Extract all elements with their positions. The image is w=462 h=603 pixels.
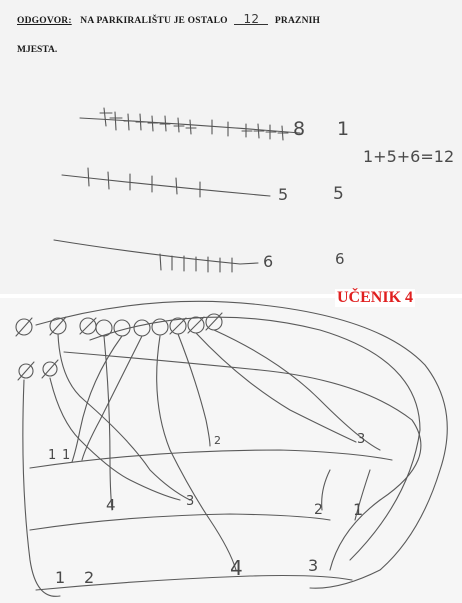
parking-row-3 — [35, 574, 353, 591]
slot-label: 4 — [230, 556, 243, 580]
car-circle — [18, 363, 34, 379]
slot-label: 1 — [62, 448, 71, 463]
car-path — [177, 333, 211, 447]
answer-text-before: NA PARKIRALIŠTU JE OSTALO — [80, 16, 228, 26]
row-1-count: 8 — [293, 118, 306, 140]
car-path — [354, 469, 371, 521]
car-path — [195, 332, 357, 443]
car-path — [321, 469, 331, 511]
row-2-line — [61, 174, 271, 197]
car-path — [213, 329, 381, 451]
car-path — [49, 377, 181, 501]
slot-label: 1 — [353, 500, 364, 519]
parking-rows-drawing — [53, 107, 301, 273]
slot-label: 1 — [55, 568, 66, 587]
top-worksheet-panel — [0, 0, 462, 294]
outer-boundary — [89, 316, 421, 561]
strike-marks — [17, 359, 59, 381]
car-circle — [133, 319, 151, 337]
row-3-count: 6 — [263, 252, 274, 271]
slot-label: 4 — [106, 496, 116, 514]
sum-equation: 1+5+6=12 — [363, 147, 455, 166]
slot-label: 3 — [308, 556, 319, 575]
answer-sentence-line2: MJESTA. — [17, 45, 58, 55]
answer-text-after: PRAZNIH — [274, 16, 321, 26]
slot-label: 3 — [357, 432, 366, 447]
car-circle — [151, 318, 169, 336]
column-value-1: 1 — [337, 118, 350, 140]
slot-label: 2 — [314, 502, 323, 518]
car-path — [81, 335, 143, 461]
left-boundary — [22, 379, 61, 597]
column-value-2: 5 — [333, 184, 344, 204]
strike-marks — [15, 312, 223, 337]
car-path — [71, 335, 123, 463]
row-3-line — [53, 239, 259, 265]
slot-label: 3 — [186, 494, 195, 509]
slot-label: 1 — [48, 448, 57, 463]
car-circle — [15, 318, 33, 336]
answer-label: ODGOVOR: — [17, 16, 72, 26]
car-path — [156, 335, 237, 571]
parking-row-1 — [29, 449, 393, 469]
slot-label: 2 — [84, 568, 95, 587]
outer-boundary — [35, 300, 448, 589]
parking-row-2 — [29, 513, 331, 531]
row-3-ticks — [159, 253, 233, 273]
answer-sentence: ODGOVOR: NA PARKIRALIŠTU JE OSTALO 12 PR… — [17, 13, 321, 26]
outer-boundary — [63, 351, 422, 571]
row-2-ticks — [87, 167, 201, 198]
column-value-3: 6 — [335, 250, 345, 268]
car-circle — [42, 361, 58, 377]
student-label: UČENIK 4 — [335, 289, 416, 307]
row-1-cross-marks — [99, 112, 289, 134]
slot-label: 2 — [214, 434, 221, 447]
car-path — [57, 333, 191, 501]
car-path — [103, 335, 113, 511]
row-2-count: 5 — [278, 185, 289, 204]
answer-value: 12 — [234, 13, 269, 25]
